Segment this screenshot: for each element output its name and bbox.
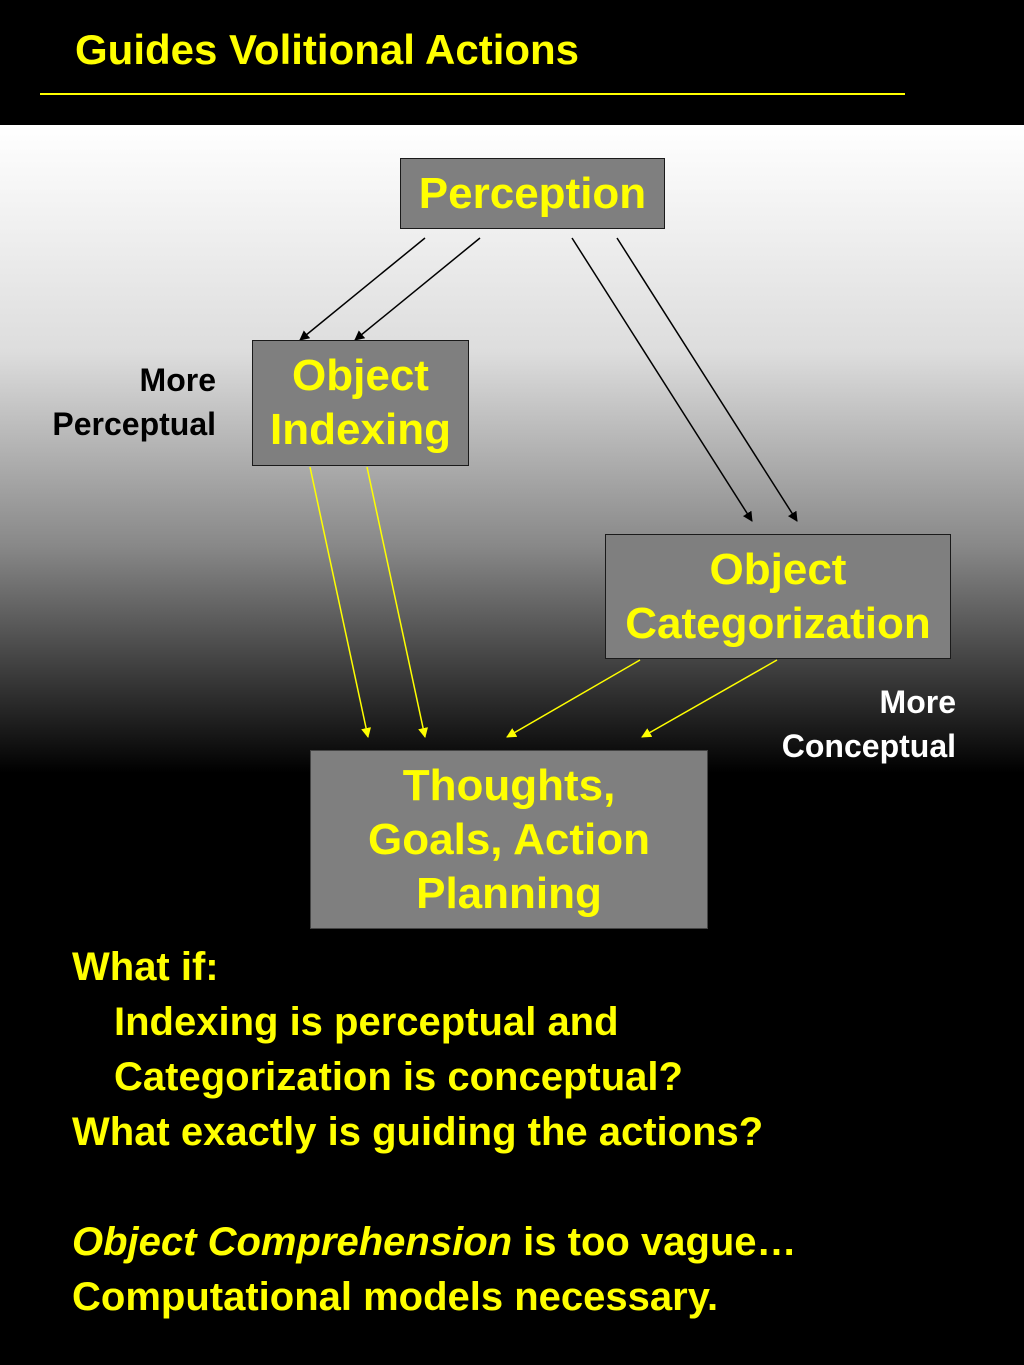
notes-question: What exactly is guiding the actions?	[72, 1110, 764, 1154]
perception-node: Perception	[400, 158, 665, 229]
notes-text: What if: Indexing is perceptual and Cate…	[72, 940, 992, 1325]
notes-vague: Object Comprehension is too vague…	[72, 1215, 992, 1270]
arrow-perception-categorization-1	[571, 237, 753, 522]
arrow-categorization-thoughts-2	[641, 659, 778, 738]
thoughts-label-line-3: Planning	[416, 868, 602, 918]
object-categorization-label-line-1: Object	[709, 544, 847, 594]
object-categorization-node: Object Categorization	[605, 534, 951, 659]
notes-conclusion: Computational models necessary.	[72, 1275, 719, 1319]
thoughts-label-line-2: Goals, Action	[368, 814, 650, 864]
object-indexing-node: Object Indexing	[252, 340, 469, 466]
arrow-categorization-thoughts-1	[506, 659, 641, 738]
object-indexing-label-line-1: Object	[292, 351, 429, 400]
more-conceptual-label: More Conceptual	[782, 680, 956, 768]
arrow-perception-indexing-1	[299, 237, 426, 341]
page-title: Guides Volitional Actions	[75, 26, 580, 73]
arrow-indexing-thoughts-1	[309, 466, 371, 738]
object-indexing-label-line-2: Indexing	[270, 405, 451, 454]
thoughts-label-line-1: Thoughts,	[402, 760, 616, 810]
more-perceptual-label: More Perceptual	[52, 358, 216, 446]
more-conceptual-line-1: More	[879, 684, 956, 720]
notes-spacer	[72, 1160, 992, 1215]
arrow-perception-indexing-2	[354, 237, 481, 341]
more-conceptual-line-2: Conceptual	[781, 728, 956, 764]
notes-indexing-perceptual: Indexing is perceptual and	[114, 1000, 619, 1044]
title-divider	[40, 93, 905, 95]
diagram-background	[0, 125, 1024, 773]
notes-what-if: What if:	[72, 945, 219, 989]
more-perceptual-line-2: Perceptual	[52, 406, 216, 442]
arrow-perception-categorization-2	[616, 237, 798, 522]
more-perceptual-line-1: More	[139, 362, 216, 398]
notes-vague-rest: is too vague…	[512, 1220, 797, 1264]
perception-label: Perception	[418, 168, 647, 218]
arrow-indexing-thoughts-2	[366, 466, 428, 738]
thoughts-goals-node: Thoughts, Goals, Action Planning	[310, 750, 708, 929]
object-categorization-label-line-2: Categorization	[625, 598, 931, 648]
notes-vague-emphasis: Object Comprehension	[72, 1220, 513, 1264]
notes-categorization-conceptual: Categorization is conceptual?	[114, 1055, 683, 1099]
